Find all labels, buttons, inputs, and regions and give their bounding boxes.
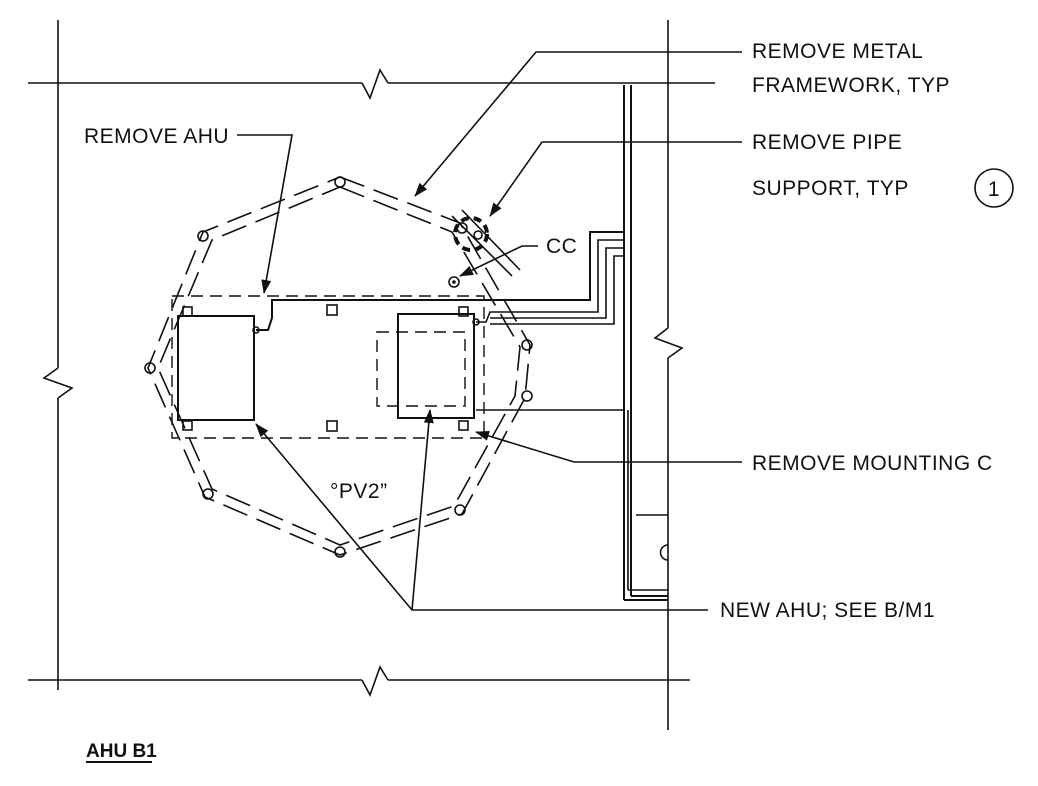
callout-remove-metal-framework-line1: REMOVE METAL bbox=[752, 40, 923, 63]
callout-remove-metal-framework-line2: FRAMEWORK, TYP bbox=[752, 74, 950, 97]
callout-new-ahu: NEW AHU; SEE B/M1 bbox=[720, 599, 935, 622]
callout-remove-mounting: REMOVE MOUNTING C bbox=[752, 452, 993, 475]
keynote-number: 1 bbox=[988, 178, 1000, 201]
callout-remove-pipe-support-line2: SUPPORT, TYP bbox=[752, 177, 909, 200]
callout-pv2: °PV2” bbox=[330, 480, 388, 503]
ahu-piping bbox=[256, 231, 624, 411]
pipe-support bbox=[451, 209, 521, 277]
callout-remove-pipe-support-line1: REMOVE PIPE bbox=[752, 131, 902, 154]
keynote-bubble: 1 bbox=[974, 168, 1014, 208]
callout-remove-ahu: REMOVE AHU bbox=[84, 125, 229, 148]
leader-lines bbox=[237, 51, 742, 611]
callout-cc: CC bbox=[546, 235, 577, 258]
existing-ahu-platform bbox=[171, 295, 485, 439]
metal-framework-outline bbox=[144, 176, 533, 558]
new-ahu-units bbox=[177, 313, 480, 421]
drawing-title: AHU B1 bbox=[86, 741, 157, 762]
grid-lines bbox=[28, 20, 715, 730]
wall-chase bbox=[623, 85, 669, 601]
cc-point bbox=[448, 276, 460, 288]
